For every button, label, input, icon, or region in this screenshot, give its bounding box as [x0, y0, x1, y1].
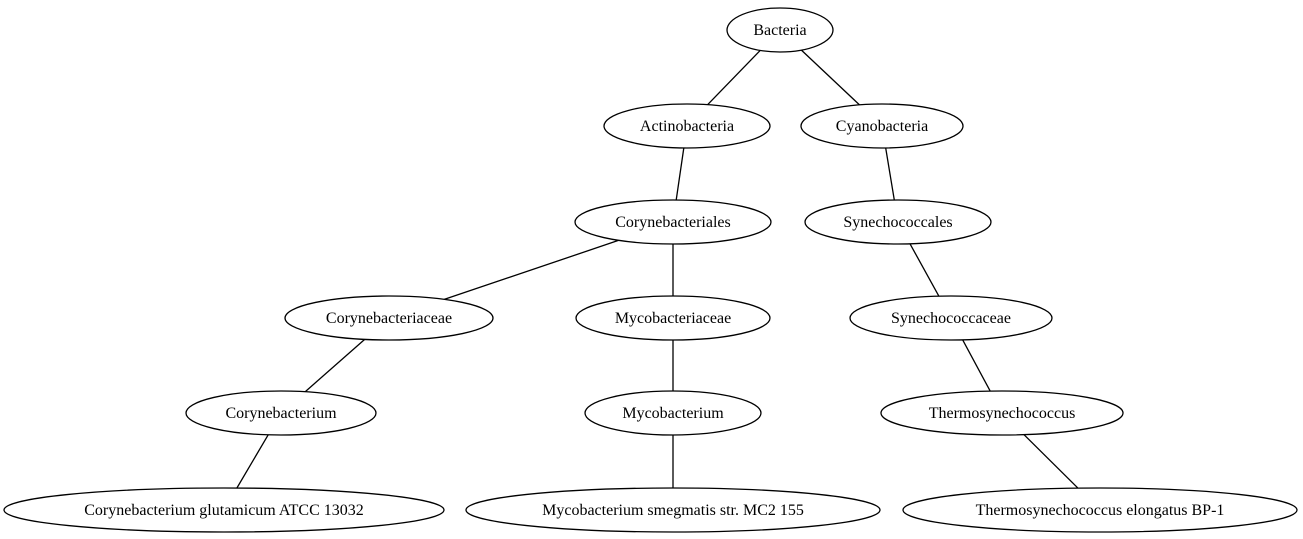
node-corynebacterium: Corynebacterium: [185, 390, 377, 436]
edge-corynebacteriales-to-corynebacteriaceae: [443, 239, 620, 301]
node-label: Corynebacteriales: [615, 214, 731, 231]
node-m-smegmatis: Mycobacterium smegmatis str. MC2 155: [465, 487, 881, 533]
node-label: Synechococcaceae: [891, 310, 1011, 327]
edge-synechococcales-to-synechococcaceae: [909, 243, 940, 297]
node-ellipse: [574, 199, 772, 245]
node-label: Cyanobacteria: [836, 118, 928, 135]
node-corynebacteriales: Corynebacteriales: [574, 199, 772, 245]
node-ellipse: [902, 487, 1298, 533]
node-label: Mycobacteriaceae: [615, 310, 731, 327]
edge-bacteria-to-actinobacteria: [707, 49, 761, 106]
node-actinobacteria: Actinobacteria: [603, 103, 771, 149]
node-ellipse: [849, 295, 1053, 341]
node-label: Synechococcales: [843, 214, 952, 231]
node-ellipse: [726, 7, 834, 53]
node-synechococcales: Synechococcales: [804, 199, 992, 245]
node-ellipse: [880, 390, 1124, 436]
node-label: Thermosynechococcus elongatus BP-1: [976, 502, 1225, 519]
node-thermosynechococcus: Thermosynechococcus: [880, 390, 1124, 436]
node-bacteria: Bacteria: [726, 7, 834, 53]
edge-cyanobacteria-to-synechococcales: [885, 147, 895, 201]
node-t-elongatus: Thermosynechococcus elongatus BP-1: [902, 487, 1298, 533]
node-corynebacteriaceae: Corynebacteriaceae: [284, 295, 494, 341]
node-label: Corynebacteriaceae: [326, 310, 452, 327]
node-c-glutamicum: Corynebacterium glutamicum ATCC 13032: [3, 487, 445, 533]
node-ellipse: [465, 487, 881, 533]
node-ellipse: [804, 199, 992, 245]
edge-bacteria-to-cyanobacteria: [800, 49, 860, 106]
node-label: Actinobacteria: [640, 118, 734, 135]
node-mycobacteriaceae: Mycobacteriaceae: [575, 295, 771, 341]
tree-edges: [236, 49, 1079, 489]
edge-synechococcaceae-to-thermosynechococcus: [962, 339, 991, 392]
node-ellipse: [603, 103, 771, 149]
node-ellipse: [284, 295, 494, 341]
edge-corynebacteriaceae-to-corynebacterium: [304, 338, 366, 393]
node-label: Thermosynechococcus: [929, 405, 1076, 422]
node-label: Corynebacterium glutamicum ATCC 13032: [84, 502, 364, 519]
node-ellipse: [584, 390, 762, 436]
edge-corynebacterium-to-c-glutamicum: [236, 434, 269, 489]
node-label: Mycobacterium smegmatis str. MC2 155: [542, 502, 804, 519]
node-ellipse: [800, 103, 964, 149]
node-label: Bacteria: [753, 22, 806, 39]
node-ellipse: [3, 487, 445, 533]
node-cyanobacteria: Cyanobacteria: [800, 103, 964, 149]
node-ellipse: [575, 295, 771, 341]
node-label: Corynebacterium: [225, 405, 337, 422]
node-ellipse: [185, 390, 377, 436]
node-mycobacterium: Mycobacterium: [584, 390, 762, 436]
node-synechococcaceae: Synechococcaceae: [849, 295, 1053, 341]
node-label: Mycobacterium: [622, 405, 724, 422]
edge-actinobacteria-to-corynebacteriales: [675, 147, 685, 201]
edge-thermosynechococcus-to-t-elongatus: [1023, 434, 1079, 489]
